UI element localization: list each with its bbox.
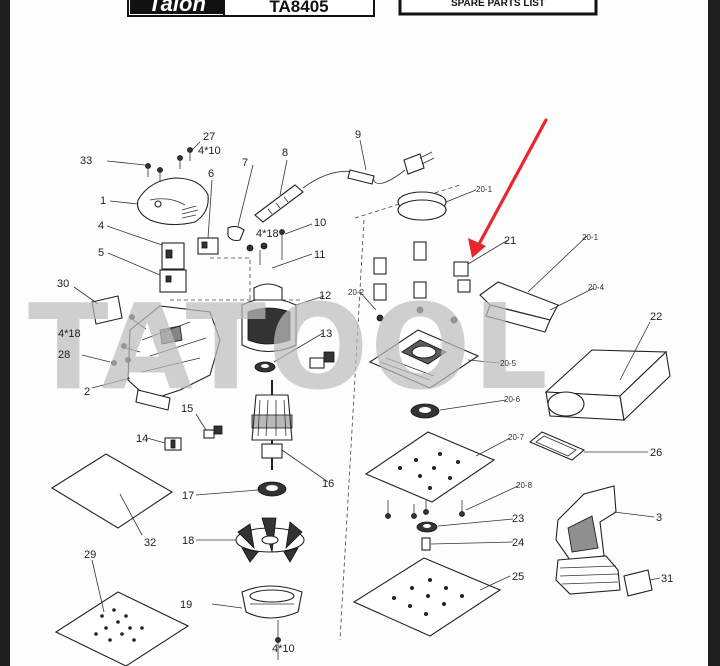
part-31-label <box>623 569 661 597</box>
label-13: 13 <box>320 328 332 340</box>
part-14-15-brush <box>146 413 223 451</box>
label-20-6: 20-6 <box>504 395 521 404</box>
part-20-5-base <box>368 329 501 389</box>
annotation-arrow <box>468 118 548 258</box>
part-20-8-screws <box>385 485 519 519</box>
part-12-stator <box>241 283 325 353</box>
label-32: 32 <box>144 537 156 549</box>
model-number: TA8405 <box>269 0 328 16</box>
label-14: 14 <box>136 433 148 445</box>
brand-logo: Talon TA8405 <box>127 0 375 17</box>
label-screw-19: 4*10 <box>272 643 295 655</box>
label-4: 4 <box>98 220 104 232</box>
label-15: 15 <box>181 403 193 415</box>
exploded-diagram: Talon TA8405 SPARE PARTS LIST <box>28 0 673 666</box>
label-31: 31 <box>661 573 673 585</box>
part-2-housing <box>91 305 221 411</box>
label-27: 27 <box>203 131 215 143</box>
label-18: 18 <box>182 535 194 547</box>
part-19-fan-cover <box>211 585 303 660</box>
label-20-1a: 20-1 <box>476 185 493 194</box>
part-29-punch-plate <box>54 559 190 666</box>
label-21: 21 <box>504 235 516 247</box>
label-24: 24 <box>512 537 524 549</box>
label-8: 8 <box>282 147 288 159</box>
part-30-label <box>73 286 123 325</box>
part-4-5-switch <box>106 225 187 293</box>
part-8-9-cord <box>254 139 435 223</box>
part-20-1-20-4-cover <box>479 235 595 333</box>
label-20-8: 20-8 <box>516 481 533 490</box>
part-13-bearing <box>254 332 335 373</box>
part-6-7 <box>197 164 254 255</box>
part-26-gasket <box>528 431 648 461</box>
parts-list-title: SPARE PARTS LIST <box>451 0 545 9</box>
label-9: 9 <box>355 129 361 141</box>
label-25: 25 <box>512 571 524 583</box>
label-screw-27: 4*10 <box>198 145 221 157</box>
watermark-text: TATOOL <box>28 278 550 416</box>
label-30: 30 <box>57 278 69 290</box>
part-16-armature <box>251 380 329 483</box>
label-22: 22 <box>650 311 662 323</box>
label-28: 28 <box>58 349 70 361</box>
part-23-washer <box>416 518 514 533</box>
label-33: 33 <box>80 155 92 167</box>
label-20-7: 20-7 <box>508 433 525 442</box>
label-2: 2 <box>84 386 90 398</box>
label-19: 19 <box>180 599 192 611</box>
label-6: 6 <box>208 168 214 180</box>
brand-logo-text: Talon <box>148 0 206 16</box>
label-20-2: 20-2 <box>348 288 365 297</box>
part-28-screw <box>81 354 117 366</box>
part-18-fan <box>196 517 305 563</box>
part-17-bearing <box>195 481 287 497</box>
label-20-1b: 20-1 <box>582 233 599 242</box>
part-20-1-ring <box>397 189 477 221</box>
label-10: 10 <box>314 217 326 229</box>
part-1-top-cover <box>109 177 209 226</box>
part-20-6-bearing <box>410 399 507 419</box>
part-22-dust-bag <box>544 321 671 422</box>
part-24-screw <box>421 537 514 551</box>
label-20-4: 20-4 <box>588 283 605 292</box>
part-20-7-pad <box>364 431 511 503</box>
part-10-11 <box>246 223 313 269</box>
part-20-2-studs <box>359 239 509 324</box>
screws-33-27 <box>106 141 201 181</box>
label-23: 23 <box>512 513 524 525</box>
part-3-handle-housing <box>555 485 655 595</box>
label-screw-10: 4*18 <box>256 228 279 240</box>
label-20-5: 20-5 <box>500 359 517 368</box>
parts-list-title-box: SPARE PARTS LIST <box>398 0 598 16</box>
part-25-sanding-pad <box>352 557 511 637</box>
label-screw-30: 4*18 <box>58 328 81 340</box>
label-17: 17 <box>182 490 194 502</box>
label-29: 29 <box>84 549 96 561</box>
label-11: 11 <box>314 249 325 261</box>
part-32-sandpaper-sheet <box>50 453 174 536</box>
label-26: 26 <box>650 447 662 459</box>
label-5: 5 <box>98 247 104 259</box>
parts-diagram-page: Talon TA8405 SPARE PARTS LIST <box>10 0 708 666</box>
label-1: 1 <box>100 195 106 207</box>
part-labels: 33 1 27 4*10 6 7 8 9 4 5 4*18 10 11 12 1… <box>57 129 673 655</box>
label-3: 3 <box>656 512 662 524</box>
label-12: 12 <box>319 290 331 302</box>
label-7: 7 <box>242 157 248 169</box>
dashed-separator <box>339 219 365 641</box>
label-16: 16 <box>322 478 334 490</box>
dashed-separator-top <box>354 184 461 219</box>
